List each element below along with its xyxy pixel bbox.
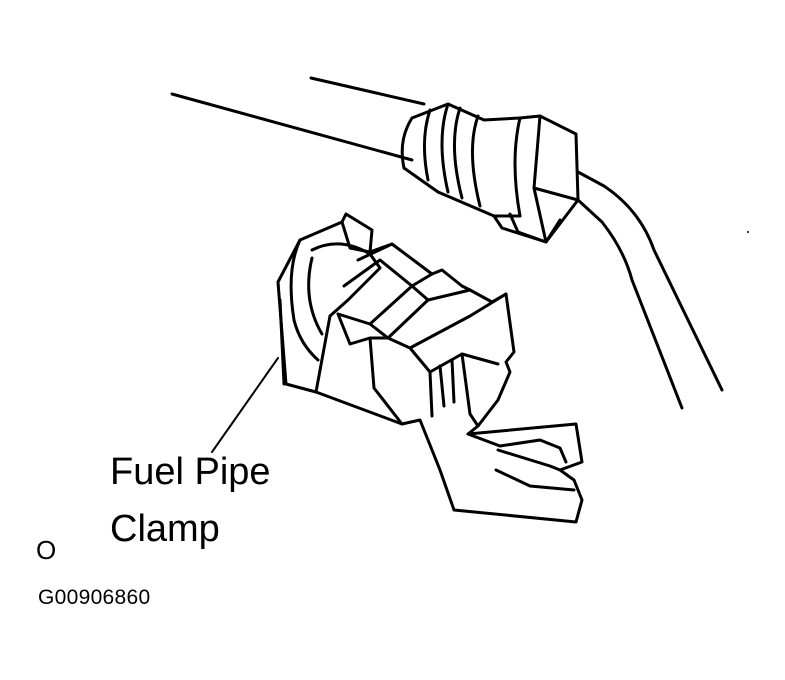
fuel-pipe-connector bbox=[400, 102, 580, 244]
callout-label-line1: Fuel Pipe bbox=[110, 451, 271, 493]
clamp-body bbox=[276, 212, 584, 524]
figure-code: G00906860 bbox=[38, 586, 151, 609]
callout-label-line2: Clamp bbox=[110, 508, 220, 550]
fuel-pipe-bend bbox=[576, 170, 724, 410]
fuel-pipe-upper bbox=[170, 76, 426, 162]
callout-leader-line bbox=[211, 357, 279, 453]
corner-mark: O bbox=[36, 535, 57, 565]
stray-dot bbox=[747, 231, 749, 233]
